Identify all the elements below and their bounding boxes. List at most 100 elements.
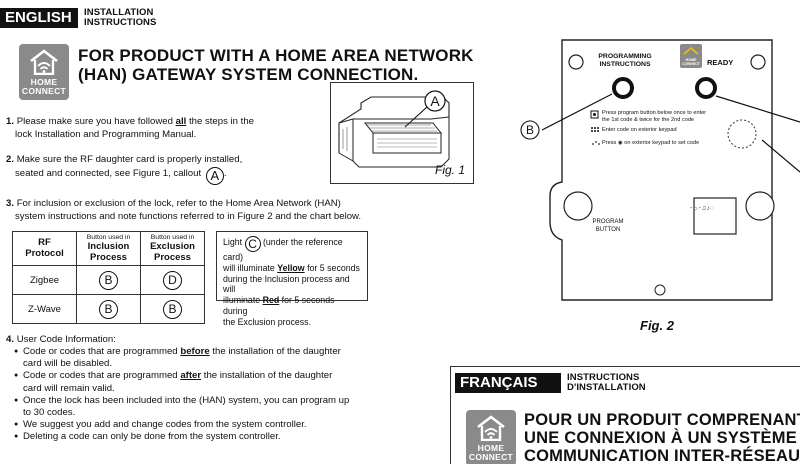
ready-led	[695, 77, 717, 99]
note-text: the Exclusion process.	[223, 316, 312, 327]
step-text: For inclusion or exclusion of the lock, …	[16, 198, 341, 209]
home-connect-logo-fr: HOME CONNECT	[466, 410, 516, 464]
badge-text: HOME CONNECT	[680, 58, 702, 66]
note-text: during the Inclusion process and will	[223, 273, 350, 295]
bullet-text: Once the lock has been included into the…	[23, 394, 350, 406]
note-emphasis: Yellow	[277, 262, 305, 273]
step-text: Make sure the RF daughter card is proper…	[16, 154, 243, 165]
list-item: Once the lock has been included into the…	[14, 395, 454, 419]
instruction-2: Enter code on exterior keypad	[602, 127, 677, 133]
callout-circle: B	[99, 299, 118, 319]
header-text: Process	[90, 251, 127, 263]
badge-line: HOME	[685, 58, 697, 62]
mount-hole	[568, 54, 584, 70]
step-2: 2. Make sure the RF daughter card is pro…	[6, 154, 242, 185]
note-emphasis: Red	[262, 295, 280, 306]
callout-b-letter: B	[525, 123, 534, 137]
label-line: PROGRAMMING	[598, 53, 652, 60]
table-row: Z-Wave B B	[12, 294, 205, 324]
note-text: for 5 seconds	[304, 262, 360, 273]
callout-b	[520, 120, 540, 140]
label-line: BUTTON	[595, 226, 621, 233]
english-subtitle: INSTALLATION INSTRUCTIONS	[84, 8, 156, 28]
keypad-icon	[591, 127, 599, 132]
note-text: illuminate	[223, 295, 263, 306]
header-small-text: Button used in	[150, 234, 195, 241]
heading-line: UNE CONNEXION À UN SYSTÈME	[524, 429, 797, 447]
bullet-text: card will remain valid.	[23, 382, 115, 394]
step-number: 1.	[6, 116, 15, 127]
column-header-exclusion: Button used in Exclusion Process	[140, 231, 205, 266]
house-wifi-icon	[30, 49, 58, 75]
french-heading: POUR UN PRODUIT COMPRENANT UNE CONNEXION…	[524, 411, 800, 464]
figure-1: A Fig. 1	[330, 82, 474, 184]
home-connect-badge	[680, 44, 702, 68]
exclusion-cell: D	[140, 265, 205, 295]
heading-line: POUR UN PRODUIT COMPRENANT	[524, 411, 800, 429]
callout-b-pointer	[541, 93, 613, 131]
figure-2-device	[520, 39, 800, 301]
figure-2-caption: Fig. 2	[640, 318, 674, 333]
step-3: 3. For inclusion or exclusion of the loc…	[6, 198, 361, 223]
header-text: Process	[154, 251, 191, 263]
program-button-square	[693, 197, 737, 235]
instruction-3: Press ◉ on exterior keypad to set code	[602, 140, 700, 146]
list-item: We suggest you add and change codes from…	[14, 419, 454, 431]
ready-label: READY	[707, 58, 734, 67]
logo-text: HOME	[30, 77, 58, 87]
list-item: Code or codes that are programmed after …	[14, 370, 454, 394]
step-text: .	[223, 167, 227, 179]
bullet-text: to 30 codes.	[23, 407, 76, 419]
device-plate	[549, 39, 773, 301]
step-text: the steps in the	[186, 116, 255, 127]
protocol-cell: Zigbee	[12, 265, 77, 295]
bullet-text: the installation of the daughter	[201, 370, 333, 382]
step-text: Please make sure you have followed	[16, 116, 176, 127]
column-header-protocol: RF Protocol	[12, 231, 77, 266]
set-code-icon	[592, 141, 600, 145]
list-item: Code or codes that are programmed before…	[14, 346, 454, 370]
figure-1-label: Fig. 1	[434, 163, 465, 177]
programming-instructions-label: PROGRAMMING INSTRUCTIONS	[594, 53, 656, 68]
daughter-card-illustration: A	[338, 90, 450, 168]
bullet-text: Code or codes that are programmed	[23, 346, 181, 357]
step-text: User Code Information:	[16, 334, 116, 345]
subtitle-line: INSTRUCTIONS	[567, 372, 640, 383]
program-button-label: PROGRAM BUTTON	[588, 219, 628, 234]
instruction-line: Press program button below once to enter	[602, 110, 707, 116]
bullet-text: the installation of the daughter	[209, 346, 341, 357]
inclusion-cell: B	[76, 265, 141, 295]
french-language-tag: FRANÇAIS	[455, 373, 561, 393]
heading-line: (HAN) GATEWAY SYSTEM CONNECTION.	[78, 65, 419, 84]
header-text: Exclusion	[150, 241, 195, 252]
device-symbols: -☼-♫♪◌	[690, 205, 714, 212]
instruction-line: the 1st code & twice for the 2nd code	[602, 116, 695, 123]
table-row: Zigbee B D	[12, 265, 205, 295]
step-emphasis: all	[175, 116, 187, 127]
step-number: 4.	[6, 334, 15, 345]
column-header-inclusion: Button used in Inclusion Process	[76, 231, 141, 266]
header-small-text: Button used in	[86, 234, 131, 241]
light-note-box: Light C (under the reference card) will …	[216, 231, 368, 327]
home-connect-logo: HOME CONNECT	[19, 44, 69, 100]
callout-circle: B	[163, 299, 182, 319]
bullet-text: card will be disabled.	[23, 358, 113, 370]
heading-line: COMMUNICATION INTER-RÉSEAU	[524, 447, 800, 464]
mount-hole	[654, 284, 666, 296]
program-button-dot	[593, 113, 596, 116]
light-location-indicator	[727, 119, 757, 149]
user-code-bullets: Code or codes that are programmed before…	[14, 346, 454, 444]
label-line: PROGRAM	[592, 219, 624, 225]
step-4: 4. User Code Information:	[6, 334, 116, 347]
english-heading: FOR PRODUCT WITH A HOME AREA NETWORK (HA…	[78, 46, 474, 84]
rf-protocol-table: RF Protocol Button used in Inclusion Pro…	[12, 231, 205, 324]
label-line: INSTRUCTIONS	[599, 60, 651, 68]
callout-a: A	[430, 93, 440, 109]
programming-led	[612, 77, 634, 99]
heading-line: FOR PRODUCT WITH A HOME AREA NETWORK	[78, 46, 474, 65]
callout-a: A	[205, 166, 224, 185]
side-bump	[745, 191, 775, 221]
bullet-text: Code or codes that are programmed	[23, 370, 181, 382]
french-section	[450, 366, 800, 464]
house-wifi-icon	[477, 415, 505, 441]
